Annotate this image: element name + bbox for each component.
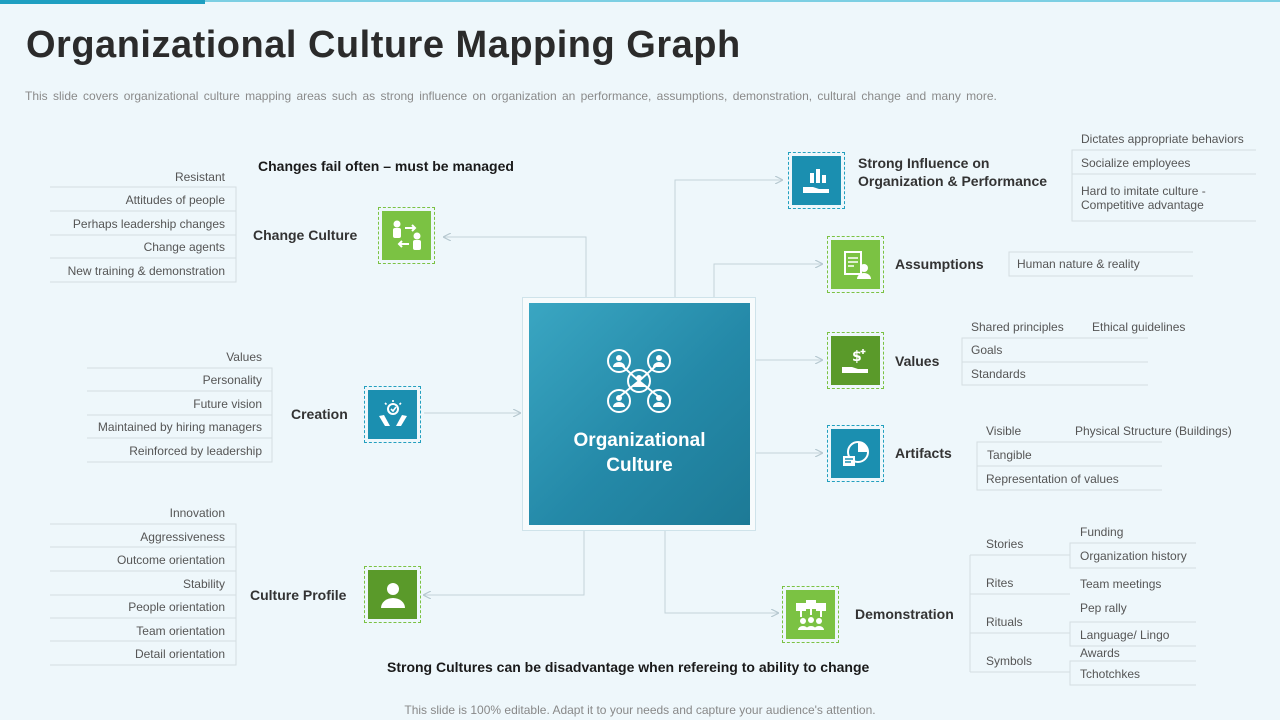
footer-note: This slide is 100% editable. Adapt it to… [404,703,876,717]
artifacts-item: Representation of values [986,472,1119,486]
strong-influence-label-line2: Organization & Performance [858,173,1048,189]
assumptions-item: Human nature & reality [1017,257,1140,271]
creation-label: Creation [291,406,348,422]
values-node: $ [827,332,884,389]
values-label: Values [895,353,940,369]
strong-influence-item: Hard to imitate culture - [1081,184,1206,198]
demonstration-item: Awards [1080,646,1120,660]
change-culture-item: Perhaps leadership changes [72,217,225,231]
artifacts-item: Tangible [987,448,1032,462]
top-accent-line [205,0,1280,2]
hands-idea-icon [378,399,407,426]
demonstration-item: Funding [1080,525,1124,539]
demonstration-group: Symbols [986,654,1033,668]
strong-influence-item: Dictates appropriate behaviors [1081,132,1244,146]
demonstration-item: Language/ Lingo [1080,628,1170,642]
culture-profile-item: Detail orientation [134,647,225,661]
values-item: Ethical guidelines [1092,320,1186,334]
demonstration-item: Tchotchkes [1080,667,1141,681]
center-label: Organizational Culture [529,428,750,478]
demonstration-item: Pep rally [1080,601,1127,615]
person-icon [380,582,405,608]
document-person-icon [843,250,871,279]
hand-dollar-icon: $ [841,348,868,373]
artifacts-item: Visible [986,424,1022,438]
creation-item: Personality [202,373,262,387]
top-note: Changes fail often – must be managed [258,158,514,174]
strong-influence-item: Socialize employees [1081,156,1191,170]
demonstration-label: Demonstration [855,606,954,622]
creation-item: Values [226,350,262,364]
demonstration-item: Team meetings [1080,577,1162,591]
assumptions-label: Assumptions [895,256,984,272]
protest-signs-icon [795,599,826,630]
center-label-line2: Culture [606,455,673,476]
demonstration-group: Rituals [986,615,1023,629]
demonstration-group: Rites [986,576,1014,590]
culture-profile-item: Team orientation [136,624,225,638]
page-subtitle: This slide covers organizational culture… [25,89,997,103]
change-culture-label: Change Culture [253,227,358,243]
culture-profile-item: Innovation [169,506,225,520]
creation-item: Maintained by hiring managers [97,420,262,434]
svg-text:$: $ [852,349,862,365]
center-label-line1: Organizational [573,430,706,451]
demonstration-node [782,586,839,643]
artifacts-item: Physical Structure (Buildings) [1075,424,1232,438]
chart-report-icon [842,440,869,466]
change-culture-item: Resistant [174,170,225,184]
change-culture-item: Attitudes of people [125,193,225,207]
network-icon [607,349,671,413]
top-accent-bar [0,0,205,4]
culture-profile-item: Aggressiveness [140,530,225,544]
strong-influence-label-line1: Strong Influence on [858,155,990,171]
culture-profile-label: Culture Profile [250,587,347,603]
creation-node [364,386,421,443]
demonstration-item: Organization history [1080,549,1187,563]
hand-growth-icon [802,168,829,193]
page-title: Organizational Culture Mapping Graph [26,24,741,66]
change-culture-node [378,207,435,264]
center-image [529,303,750,525]
strong-influence-node [788,152,845,209]
people-exchange-icon [392,220,421,250]
creation-item: Future vision [193,397,262,411]
values-item: Shared principles [971,320,1064,334]
culture-profile-item: People orientation [128,600,225,614]
demonstration-group: Stories [986,537,1024,551]
culture-profile-item: Stability [182,577,225,591]
values-item: Goals [971,343,1003,357]
strong-influence-item: Competitive advantage [1081,198,1204,212]
culture-profile-node [364,566,421,623]
artifacts-node [827,425,884,482]
change-culture-item: New training & demonstration [67,264,225,278]
assumptions-node [827,236,884,293]
artifacts-label: Artifacts [895,445,952,461]
change-culture-item: Change agents [143,240,225,254]
values-item: Standards [971,367,1026,381]
creation-item: Reinforced by leadership [129,444,262,458]
bottom-note: Strong Cultures can be disadvantage when… [387,659,870,675]
culture-profile-item: Outcome orientation [116,553,225,567]
